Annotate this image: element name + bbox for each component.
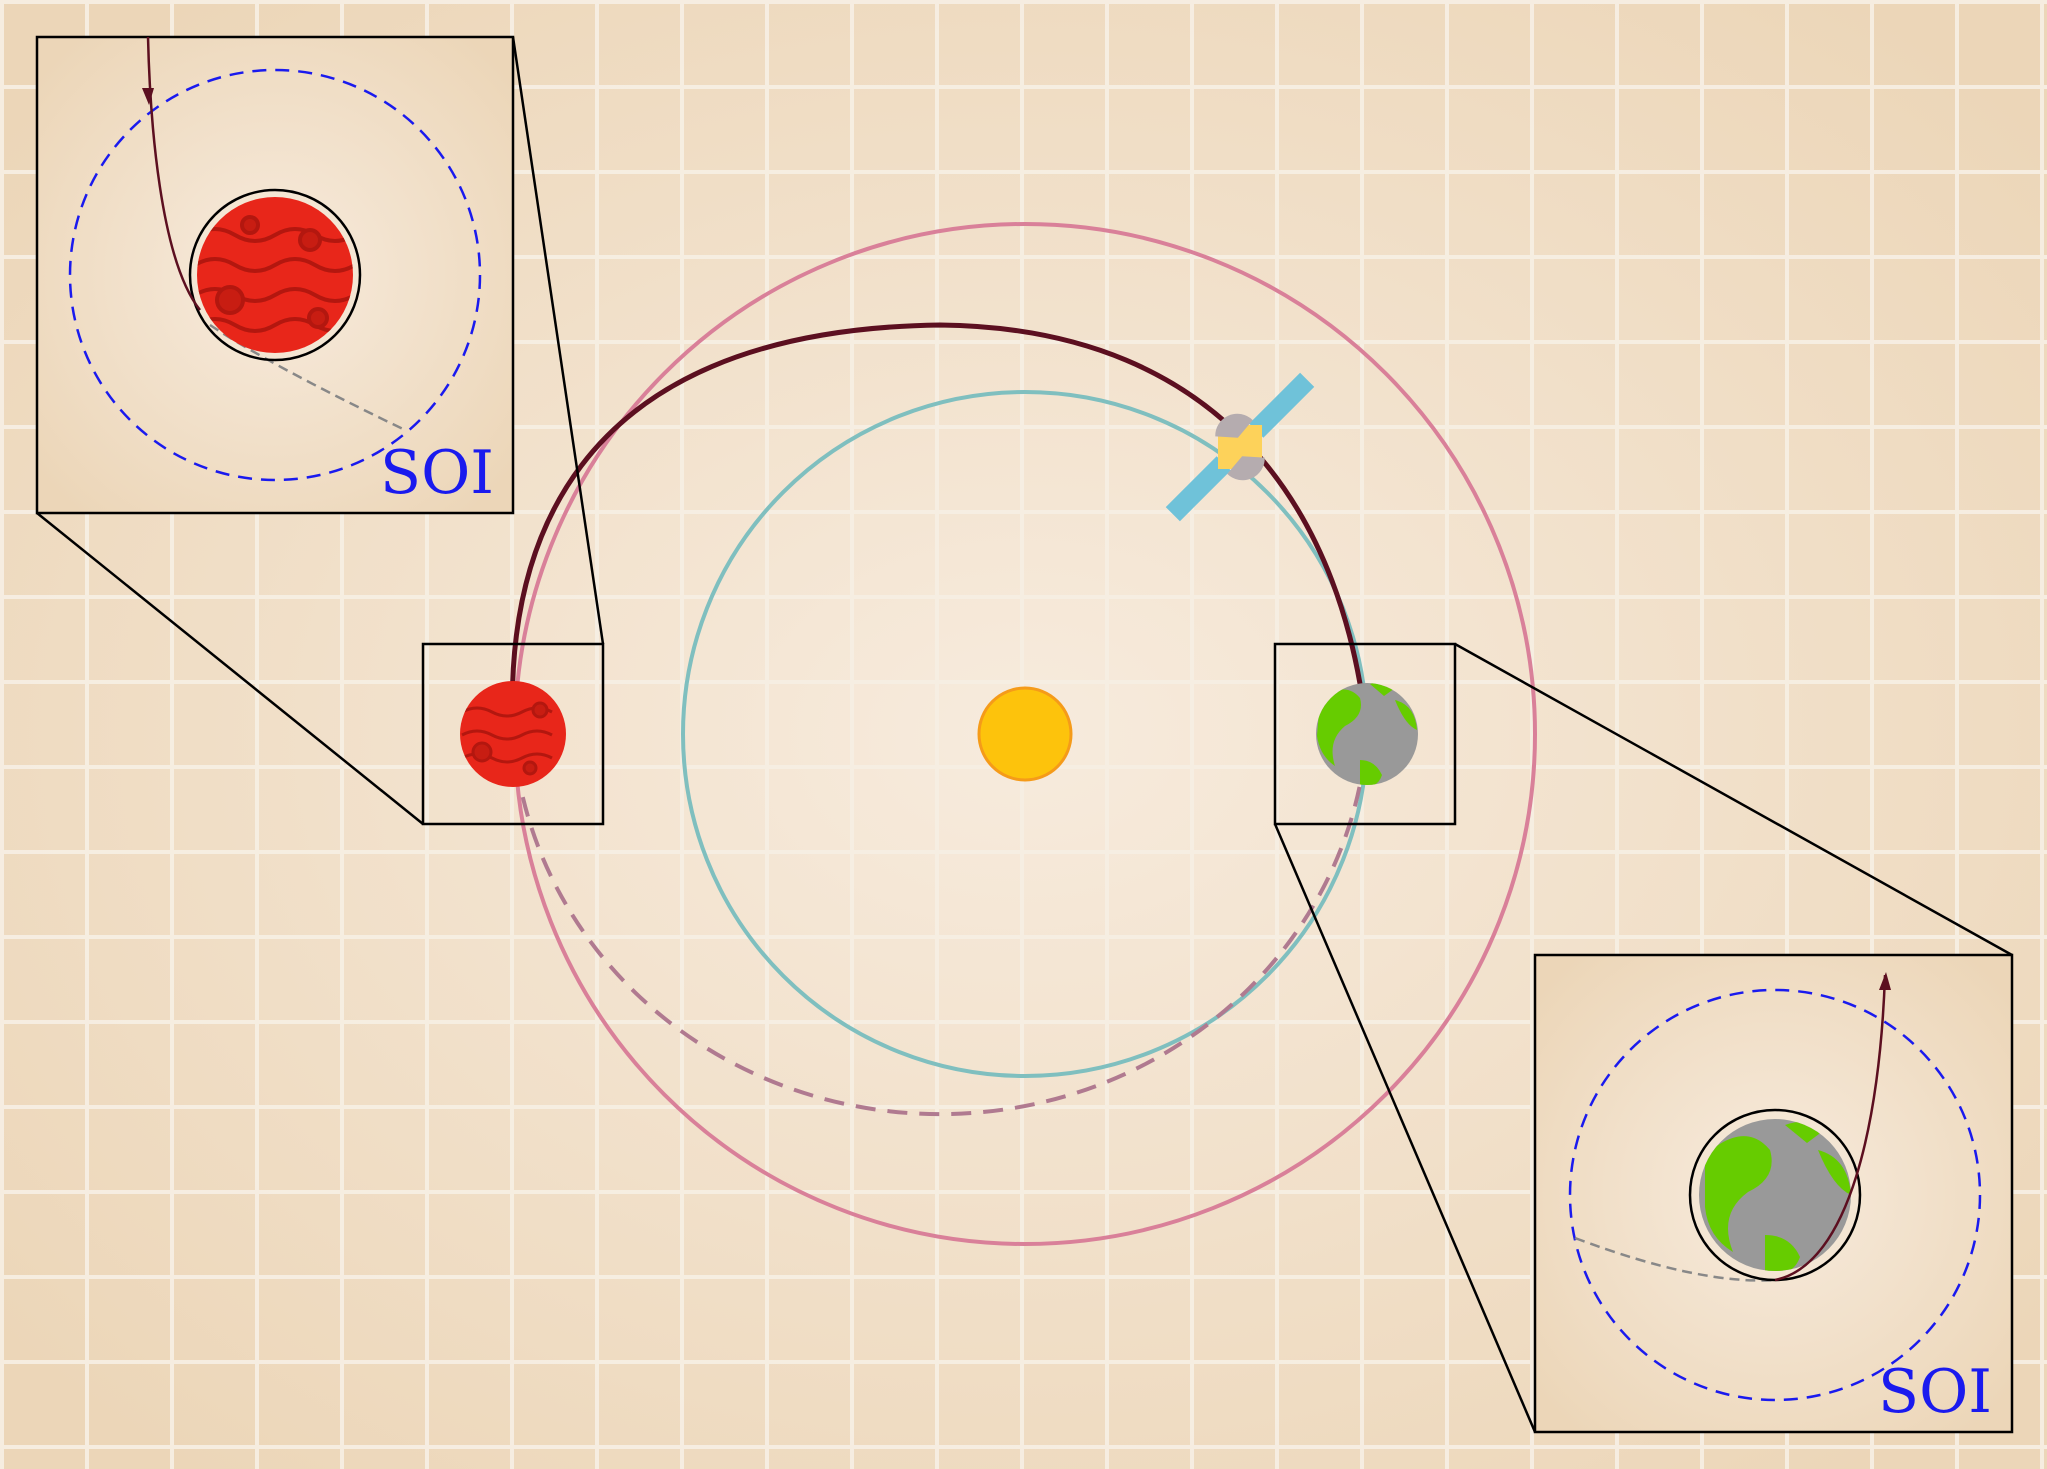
mars-soi-inset: SOI xyxy=(35,35,515,515)
mars-icon xyxy=(460,681,566,787)
transfer-ellipse-dashed-half xyxy=(511,733,1369,1117)
earth-soi-circle xyxy=(1568,988,1982,1402)
transfer-trajectory xyxy=(509,322,1370,735)
satellite-icon xyxy=(1165,372,1315,522)
mars-large-icon xyxy=(197,197,353,353)
mars-soi-circle xyxy=(68,68,482,482)
arrow-head-icon xyxy=(142,88,154,105)
mars-orbit-ring xyxy=(188,188,362,362)
earth-soi-inset: SOI xyxy=(1533,953,2014,1434)
sun-icon xyxy=(977,686,1073,782)
earth-large-icon xyxy=(1699,1119,1851,1271)
mars-zoom-source-box xyxy=(421,642,605,826)
earth-icon xyxy=(1316,683,1418,785)
earth-zoom-source-box xyxy=(1273,642,1457,826)
earth-departure-trajectory xyxy=(1774,974,1887,1282)
arrow-head-icon xyxy=(1879,972,1891,990)
mars-approach-trajectory xyxy=(146,36,201,311)
earth-departure-dashed-orbit xyxy=(1574,1236,1776,1282)
soi-label-mars: SOI xyxy=(380,438,494,508)
zoom-connector-lines xyxy=(36,36,2013,1433)
soi-label-earth: SOI xyxy=(1878,1357,1992,1427)
